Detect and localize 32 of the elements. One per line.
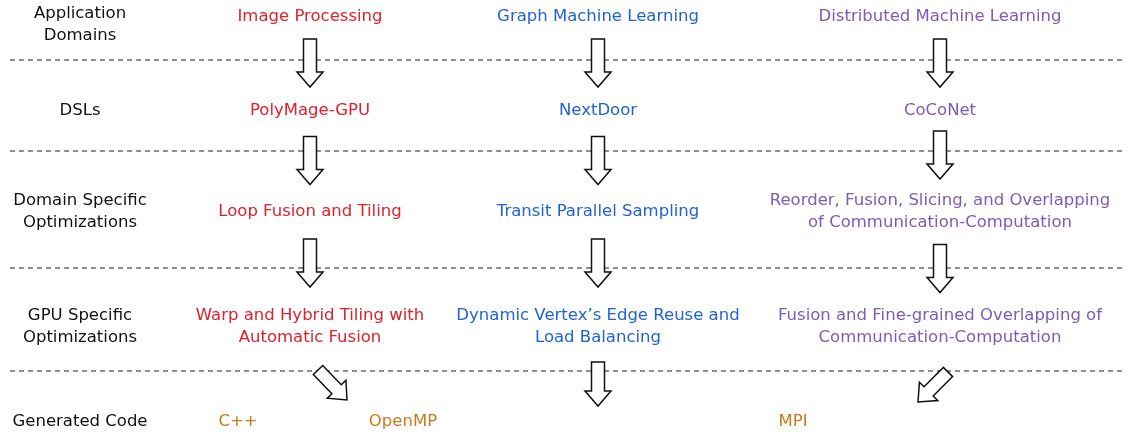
domain-text: Fusion and Fine-grained Overlapping of Communication-Computation [760,304,1120,348]
block-arrow [583,238,613,289]
block-arrow [312,364,348,401]
domain-text: Warp and Hybrid Tiling with Automatic Fusion [190,304,430,348]
output-text: MPI [778,410,808,432]
row-label: GPU Specific Optimizations [21,304,139,348]
block-arrow [295,38,325,89]
domain-text: PolyMage-GPU [249,99,371,121]
block-arrow [925,130,955,181]
domain-text: NextDoor [558,99,638,121]
block-arrow [295,238,325,289]
block-arrow [583,38,613,89]
block-arrow [917,366,954,403]
row-label: Generated Code [12,410,148,432]
block-arrow [295,135,325,186]
block-arrow [925,38,955,89]
block-arrow [925,243,955,294]
domain-text: Distributed Machine Learning [818,5,1062,27]
output-text: OpenMP [368,410,438,432]
domain-text: Transit Parallel Sampling [496,200,700,222]
row-label: Domain Specific Optimizations [12,189,148,233]
domain-text: Image Processing [237,5,383,27]
block-arrow [583,361,613,408]
domain-text: Reorder, Fusion, Slicing, and Overlapping of Communication-Computation [760,189,1120,233]
block-arrow [583,135,613,186]
output-text: C++ [218,410,258,432]
row-label: DSLs [59,99,101,121]
domain-text: Dynamic Vertex’s Edge Reuse and Load Balancing [443,304,753,348]
domain-text: CoCoNet [903,99,977,121]
row-label: Application Domains [32,2,128,46]
domain-text: Loop Fusion and Tiling [218,200,402,222]
domain-text: Graph Machine Learning [497,5,699,27]
